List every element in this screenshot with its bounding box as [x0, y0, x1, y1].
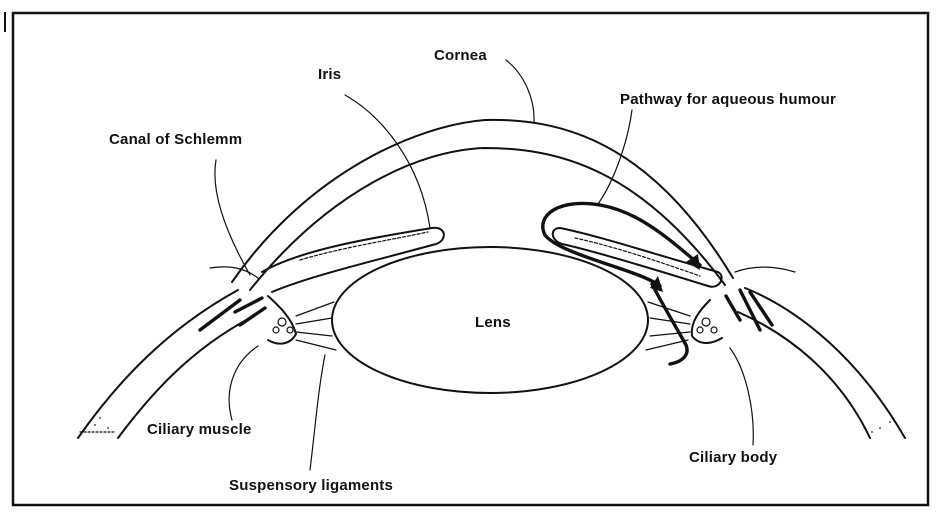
- cornea-leader: [506, 60, 534, 122]
- ciliary-muscle-leader: [229, 346, 258, 420]
- label-cornea: Cornea: [434, 47, 487, 64]
- suspensory-leader: [310, 355, 325, 470]
- label-pathway: Pathway for aqueous humour: [620, 91, 836, 108]
- iris-left: [262, 228, 444, 292]
- label-ciliary-muscle: Ciliary muscle: [147, 421, 252, 438]
- leader-lines: [215, 60, 753, 470]
- ciliary-body-left: [200, 267, 296, 344]
- canal-leader: [215, 160, 250, 275]
- ciliary-body-leader: [730, 348, 753, 445]
- cornea: [232, 120, 733, 290]
- label-lens: Lens: [475, 314, 511, 331]
- label-suspensory-ligaments: Suspensory ligaments: [229, 477, 393, 494]
- label-canal-of-schlemm: Canal of Schlemm: [109, 131, 242, 148]
- pathway-leader: [598, 110, 632, 204]
- label-ciliary-body: Ciliary body: [689, 449, 777, 466]
- label-iris: Iris: [318, 66, 341, 83]
